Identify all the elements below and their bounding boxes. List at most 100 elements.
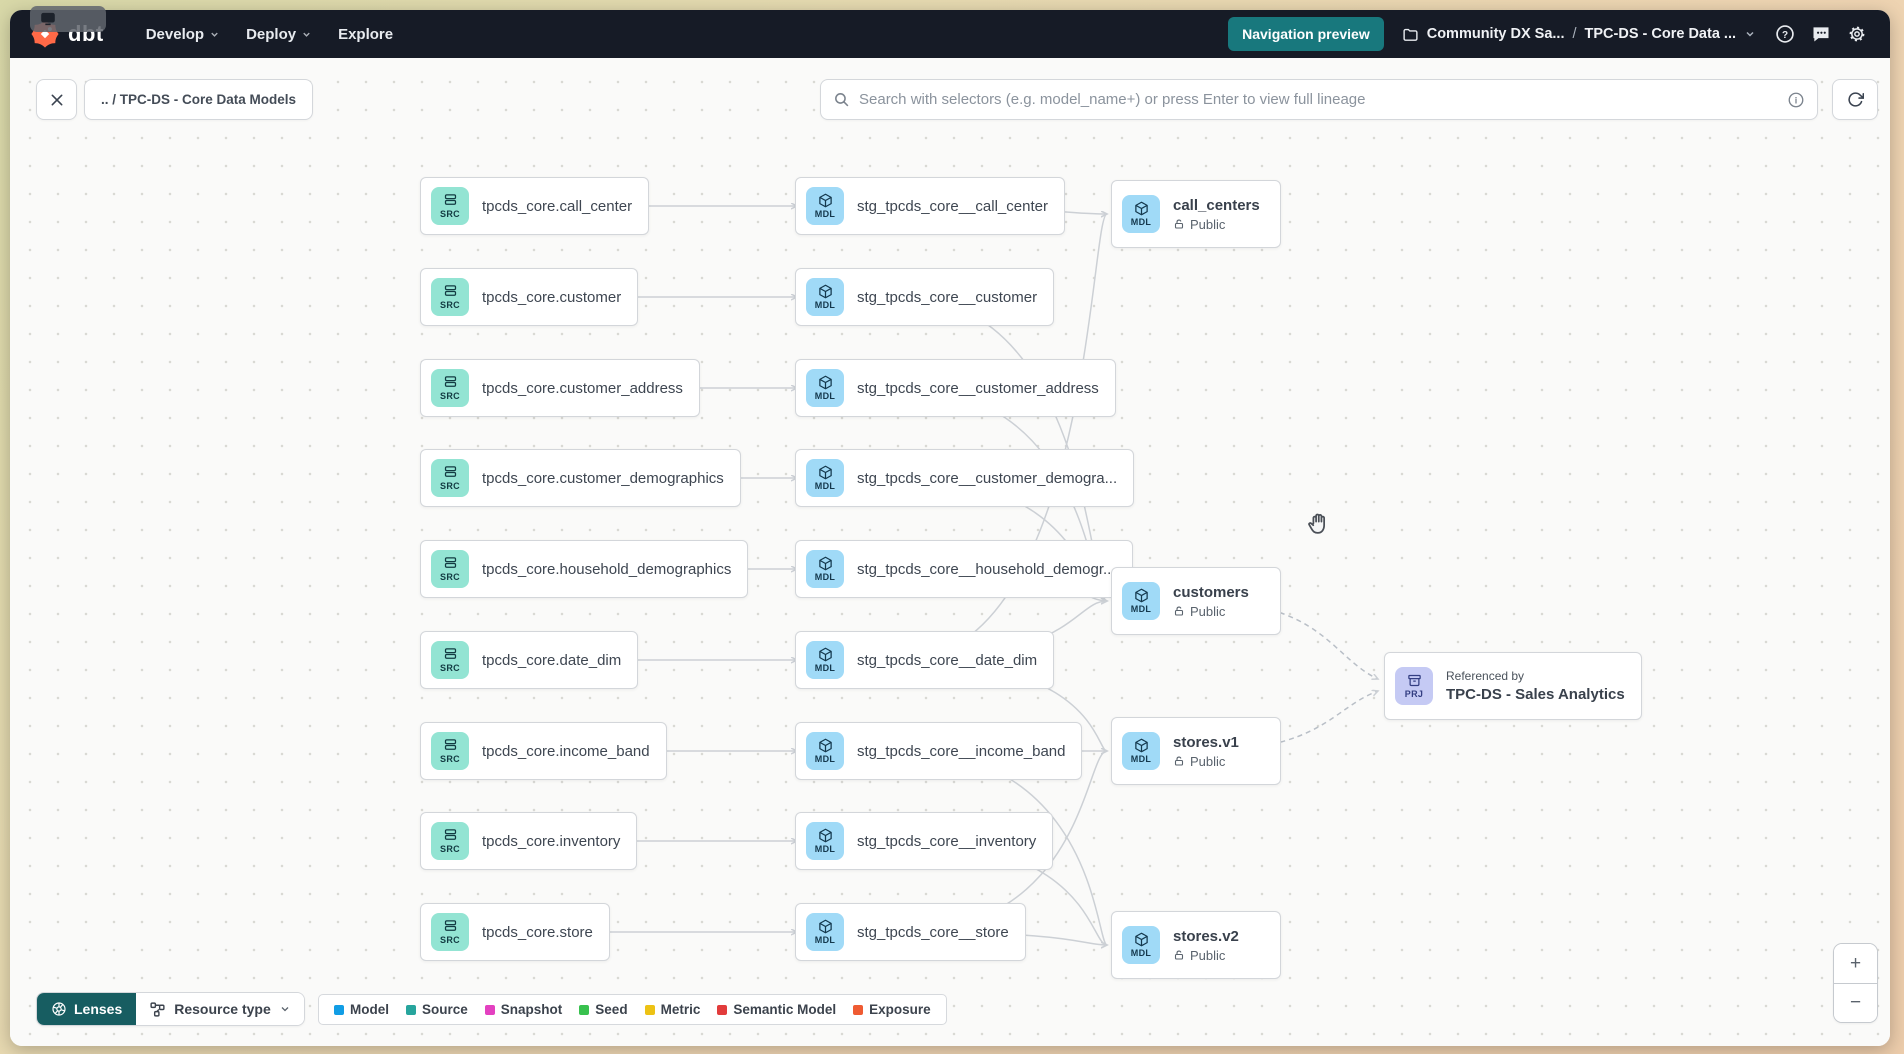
folder-icon: [1403, 28, 1418, 41]
model-node-stg-call-center[interactable]: MDL stg_tpcds_core__call_center: [795, 177, 1065, 235]
cube-icon: [818, 828, 832, 843]
info-icon[interactable]: i: [1787, 91, 1805, 109]
top-navbar: dbt Develop Deploy Explore Navigation pr…: [10, 10, 1890, 58]
resource-type-legend: Model Source Snapshot Seed Metric Semant…: [318, 994, 947, 1025]
legend-item-snapshot: Snapshot: [484, 1002, 562, 1017]
nav-menu-deploy[interactable]: Deploy: [246, 26, 312, 43]
source-icon: SRC: [431, 459, 469, 497]
navigation-preview-button[interactable]: Navigation preview: [1228, 17, 1384, 51]
database-icon: [444, 920, 456, 931]
model-node-stg-customer-demographics[interactable]: MDL stg_tpcds_core__customer_demogra...: [795, 449, 1135, 507]
lineage-controls: Lenses Resource type: [36, 992, 305, 1026]
legend-item-semantic-model: Semantic Model: [717, 1002, 836, 1017]
cube-icon: [818, 738, 832, 753]
model-node-stg-household-demographics[interactable]: MDL stg_tpcds_core__household_demogr...: [795, 540, 1133, 598]
nav-menu-develop[interactable]: Develop: [146, 26, 220, 43]
resource-type-icon: [150, 1001, 165, 1017]
project-icon: PRJ: [1395, 667, 1433, 705]
screen-share-icon: [41, 12, 55, 26]
database-icon: [444, 466, 456, 477]
node-label: tpcds_core.inventory: [482, 832, 621, 850]
model-node-stg-date-dim[interactable]: MDL stg_tpcds_core__date_dim: [795, 631, 1055, 689]
archive-box-icon: [1407, 674, 1421, 687]
model-icon: MDL: [1122, 732, 1160, 770]
search-input[interactable]: [859, 91, 1778, 108]
zoom-in-button[interactable]: +: [1834, 944, 1877, 983]
close-lineage-button[interactable]: [36, 79, 77, 120]
source-node-household-demographics[interactable]: SRC tpcds_core.household_demographics: [420, 540, 749, 598]
source-node-income-band[interactable]: SRC tpcds_core.income_band: [420, 722, 667, 780]
settings-gear-icon[interactable]: [1846, 23, 1868, 45]
source-icon: SRC: [431, 822, 469, 860]
legend-swatch: [717, 1004, 728, 1015]
model-node-stores-v1[interactable]: MDL stores.v1 Public: [1111, 717, 1281, 785]
help-icon[interactable]: ?: [1774, 23, 1796, 45]
legend-swatch: [579, 1004, 590, 1015]
app-window: dbt Develop Deploy Explore Navigation pr…: [10, 10, 1890, 1046]
refresh-lineage-button[interactable]: [1832, 79, 1878, 120]
model-icon: MDL: [806, 822, 844, 860]
node-label: stores.v1: [1173, 733, 1239, 751]
svg-text:?: ?: [1782, 30, 1788, 41]
project-node-sales-analytics[interactable]: PRJ Referenced by TPC-DS - Sales Analyti…: [1384, 652, 1642, 720]
resource-type-dropdown[interactable]: Resource type: [136, 993, 304, 1025]
source-node-customer[interactable]: SRC tpcds_core.customer: [420, 268, 639, 326]
zoom-controls: + −: [1833, 943, 1878, 1023]
cube-icon: [818, 556, 832, 571]
chevron-down-icon[interactable]: [1744, 28, 1756, 40]
model-node-customers[interactable]: MDL customers Public: [1111, 567, 1281, 635]
model-icon: MDL: [806, 641, 844, 679]
source-icon: SRC: [431, 369, 469, 407]
model-node-call-centers[interactable]: MDL call_centers Public: [1111, 180, 1281, 248]
source-node-store[interactable]: SRC tpcds_core.store: [420, 903, 610, 961]
source-node-date-dim[interactable]: SRC tpcds_core.date_dim: [420, 631, 639, 689]
project-breadcrumb[interactable]: Community DX Sa... / TPC-DS - Core Data …: [1402, 26, 1756, 43]
model-node-stg-inventory[interactable]: MDL stg_tpcds_core__inventory: [795, 812, 1054, 870]
nav-menu-explore[interactable]: Explore: [338, 25, 394, 43]
model-node-stg-customer-address[interactable]: MDL stg_tpcds_core__customer_address: [795, 359, 1116, 417]
svg-text:i: i: [1795, 95, 1798, 105]
model-node-stg-income-band[interactable]: MDL stg_tpcds_core__income_band: [795, 722, 1083, 780]
cube-icon: [1134, 588, 1148, 603]
lenses-button[interactable]: Lenses: [37, 993, 137, 1025]
legend-item-source: Source: [406, 1002, 468, 1017]
legend-item-metric: Metric: [644, 1002, 700, 1017]
lineage-canvas[interactable]: .. / TPC-DS - Core Data Models i SRC tpc…: [10, 58, 1890, 1046]
access-badge: Public: [1173, 948, 1239, 963]
lens-icon: [52, 1002, 66, 1016]
search-icon: [835, 93, 849, 107]
screen-share-pill[interactable]: [30, 6, 106, 32]
model-node-stg-store[interactable]: MDL stg_tpcds_core__store: [795, 903, 1026, 961]
lineage-breadcrumb-chip[interactable]: .. / TPC-DS - Core Data Models: [84, 79, 314, 120]
node-label: stg_tpcds_core__call_center: [857, 197, 1048, 215]
node-label: tpcds_core.store: [482, 923, 593, 941]
node-label: tpcds_core.income_band: [482, 742, 650, 760]
cube-icon: [818, 919, 832, 934]
breadcrumb-project[interactable]: TPC-DS - Core Data ...: [1584, 26, 1736, 42]
source-node-customer-demographics[interactable]: SRC tpcds_core.customer_demographics: [420, 449, 741, 507]
model-icon: MDL: [806, 459, 844, 497]
database-icon: [444, 739, 456, 750]
source-node-call-center[interactable]: SRC tpcds_core.call_center: [420, 177, 650, 235]
node-label: tpcds_core.customer: [482, 288, 622, 306]
cube-icon: [818, 193, 832, 208]
zoom-out-button[interactable]: −: [1834, 983, 1877, 1022]
legend-item-exposure: Exposure: [853, 1002, 931, 1017]
breadcrumb-account[interactable]: Community DX Sa...: [1426, 26, 1565, 42]
cube-icon: [818, 284, 832, 299]
source-node-inventory[interactable]: SRC tpcds_core.inventory: [420, 812, 638, 870]
database-icon: [444, 376, 456, 387]
model-node-stg-customer[interactable]: MDL stg_tpcds_core__customer: [795, 268, 1055, 326]
model-icon: MDL: [806, 369, 844, 407]
cube-icon: [1134, 738, 1148, 753]
source-node-customer-address[interactable]: SRC tpcds_core.customer_address: [420, 359, 700, 417]
access-badge: Public: [1173, 217, 1260, 232]
legend-item-model: Model: [334, 1002, 389, 1017]
cube-icon: [1134, 932, 1148, 947]
feedback-icon[interactable]: [1810, 23, 1832, 45]
model-node-stores-v2[interactable]: MDL stores.v2 Public: [1111, 911, 1281, 979]
source-icon: SRC: [431, 278, 469, 316]
chevron-down-icon: [281, 1007, 289, 1012]
close-icon: [51, 94, 62, 105]
unlock-icon: [1174, 219, 1184, 229]
